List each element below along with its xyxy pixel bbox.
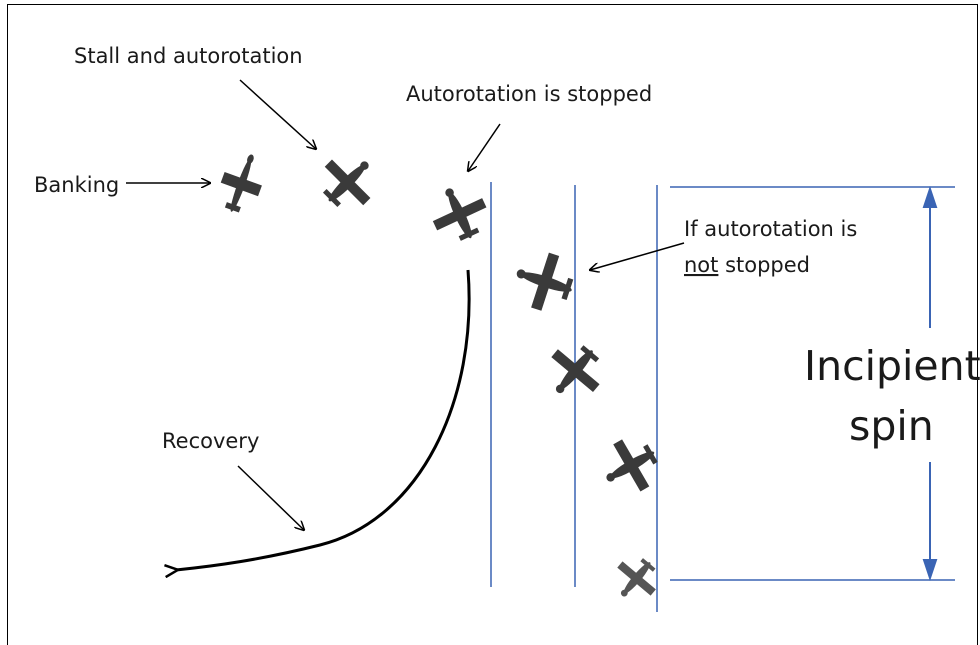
not-stopped-label-line1: If autorotation is: [684, 217, 857, 241]
guide-lines: [490, 182, 955, 612]
recovery-pointer-arrow: [237, 465, 304, 530]
stall-pointer-arrow: [239, 79, 316, 149]
airplane-icon: [507, 245, 581, 318]
banking-label: Banking: [34, 173, 119, 197]
arrow-up-icon: [922, 185, 938, 208]
not-stopped-rest: stopped: [718, 253, 810, 277]
not-underlined-word: not: [684, 253, 718, 277]
incipient-spin-arrow: [922, 185, 938, 582]
recovery-label: Recovery: [162, 429, 259, 453]
diagram-frame: [7, 4, 978, 645]
incipient-label: Incipient: [804, 342, 980, 390]
arrow-down-icon: [922, 559, 938, 582]
recovery-path: [176, 269, 471, 570]
stopped-pointer-arrow: [468, 123, 501, 171]
not-stopped-pointer-arrow: [590, 242, 685, 270]
stall-autorotation-label: Stall and autorotation: [74, 44, 303, 68]
not-stopped-label-line2: not stopped: [684, 253, 810, 277]
airplane-icon: [212, 147, 271, 219]
spin-label: spin: [849, 402, 934, 450]
airplane-icon: [309, 143, 387, 221]
autorotation-stopped-label: Autorotation is stopped: [406, 82, 652, 106]
airplane-icon: [423, 177, 496, 250]
